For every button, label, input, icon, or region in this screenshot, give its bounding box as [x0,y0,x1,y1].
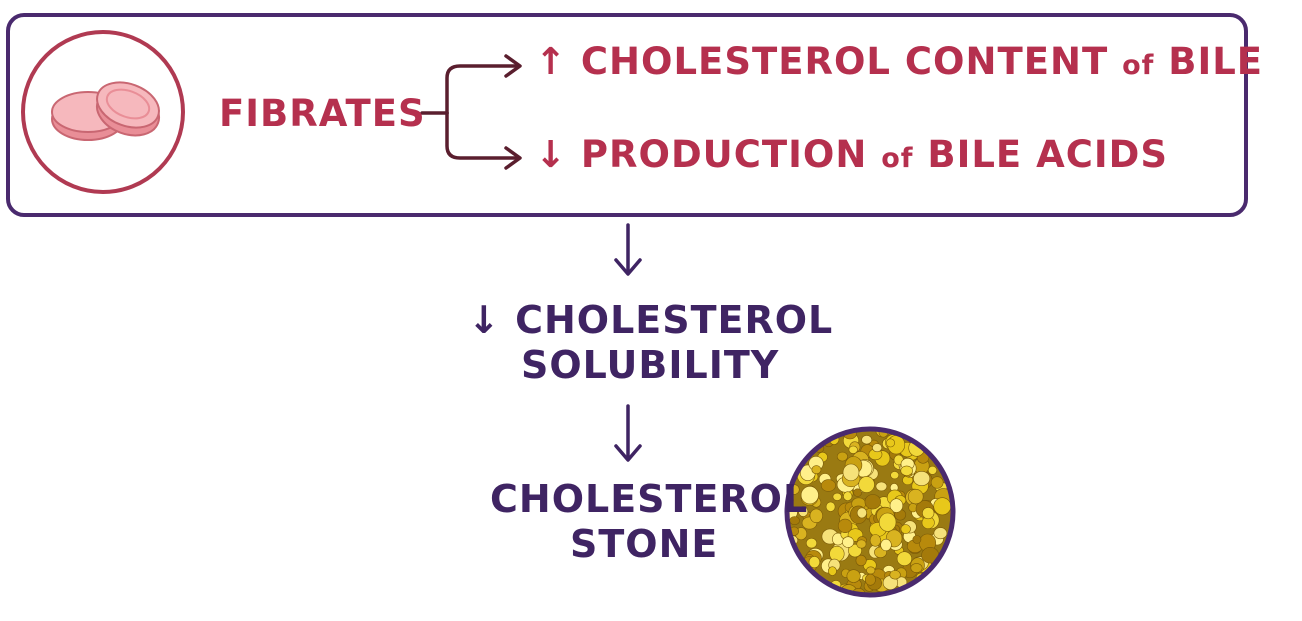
stone-bead [856,539,867,549]
stone-bead [842,463,860,482]
stone-bead [805,537,818,549]
stone-bead [913,470,931,486]
solubility-line-2: SOLUBILITY [521,343,780,387]
stone-bead [900,524,911,534]
stone-bead [896,551,913,567]
solubility-line-1: ↓ CHOLESTEROL [468,298,833,342]
cholesterol-stone-icon [784,426,956,598]
stone-bead [889,570,901,580]
effect-tail: BILE ACIDS [927,133,1169,176]
stone-bead [890,471,900,480]
stone-bead [798,506,809,517]
stone-bead [800,486,819,505]
down-arrow-icon: ↓ [468,298,501,342]
pill-circle [21,30,185,194]
up-arrow-icon: ↑ [535,40,568,83]
stone-bead [820,479,836,492]
stone-bead [878,512,897,532]
down-arrow-2 [614,404,642,462]
stone-line-2: STONE [570,522,719,566]
stone-bead [885,438,895,448]
fibrates-effects-box [6,13,1248,217]
effect-text: CHOLESTEROL CONTENT [580,40,1109,83]
stone-bead [846,569,861,583]
pill-tablets-icon [51,81,160,141]
stone-bead [864,494,881,510]
stone-bead [848,445,858,454]
stone-bead [866,566,876,575]
stone-bead [900,465,913,476]
stone-bead [933,527,948,540]
stone-bead [825,501,836,512]
stone-bead [858,476,875,493]
stone-bead [828,566,837,576]
stone-bead [861,435,873,445]
branch-arrows [420,54,522,170]
stone-bead [910,563,923,573]
down-arrow-icon: ↓ [535,133,568,176]
effect-text: PRODUCTION [580,133,868,176]
stone-bead [832,492,842,501]
stone-bead [889,498,904,513]
stone-bead [927,465,938,475]
stone-bead [869,534,882,547]
stone-bead [880,538,892,552]
effect-tail: BILE [1168,40,1264,83]
stone-bead [933,497,952,516]
stone-bead [842,536,855,548]
stone-bead [808,556,821,569]
stone-bead [853,488,862,497]
stone-bead [907,489,924,505]
stone-bead [865,573,876,586]
stone-line-1: CHOLESTEROL [490,477,809,521]
effect-decrease-bile-acids: ↓ PRODUCTION of BILE ACIDS [535,133,1168,176]
stone-bead [855,554,867,567]
stone-bead [836,451,848,462]
stone-bead [811,465,822,475]
stone-bead [837,518,853,534]
stone-bead [809,508,823,523]
effect-connector: of [1122,50,1155,81]
stone-bead [829,545,845,562]
stone-bead [922,507,935,520]
stone-bead [875,481,888,492]
drug-label: FIBRATES [219,92,426,135]
stone-bead [872,443,883,453]
stone-bead [930,476,944,489]
stone-bead [856,507,868,519]
effect-increase-cholesterol: ↑ CHOLESTEROL CONTENT of BILE [535,40,1263,83]
solubility-text: CHOLESTEROL [515,298,834,342]
down-arrow-1 [614,223,642,276]
stone-bead [912,535,922,544]
stone-bead [843,491,853,502]
effect-connector: of [881,143,914,174]
